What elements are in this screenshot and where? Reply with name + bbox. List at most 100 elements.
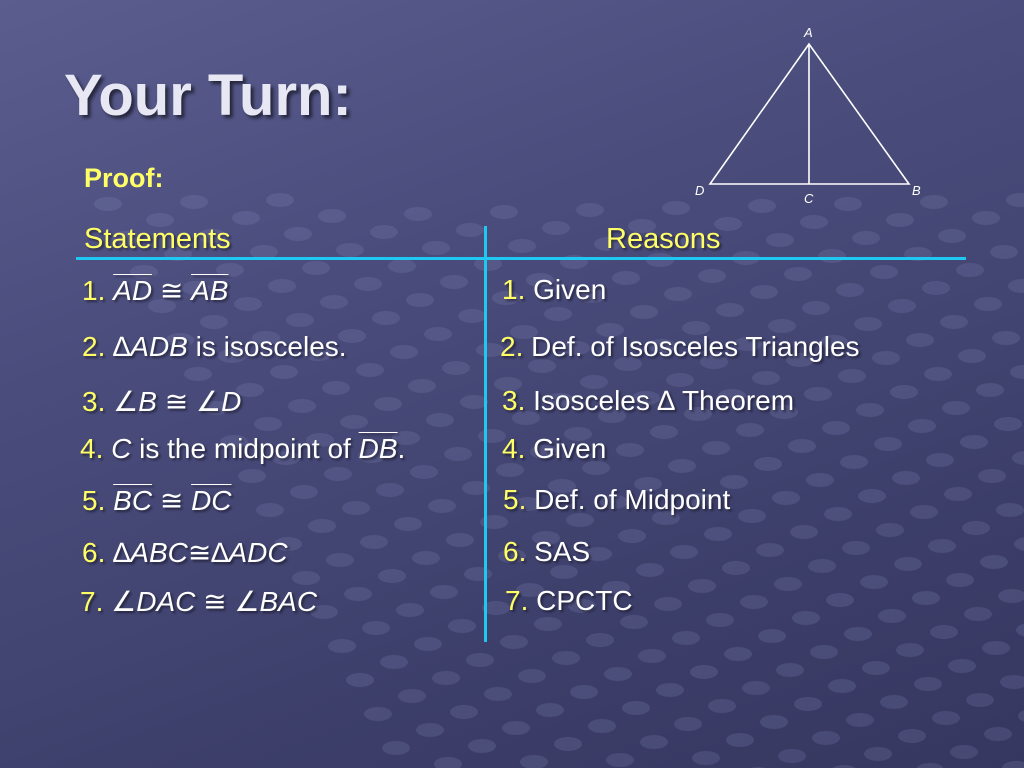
statement-part: B xyxy=(138,386,157,417)
background-dot xyxy=(672,631,700,645)
background-dot xyxy=(872,351,900,365)
table-header-divider xyxy=(76,257,966,260)
background-dot xyxy=(836,283,864,297)
background-dot xyxy=(336,243,364,257)
background-dot xyxy=(950,745,978,759)
background-dot xyxy=(788,439,816,453)
background-dot xyxy=(932,711,960,725)
background-dot xyxy=(674,717,702,731)
background-dot xyxy=(880,695,908,709)
background-dot xyxy=(892,471,920,485)
statement-part: DB xyxy=(358,433,398,464)
background-dot xyxy=(220,435,248,449)
statement-part: DC xyxy=(191,485,232,516)
background-dot xyxy=(982,641,1010,655)
background-dot xyxy=(474,257,502,271)
background-dot xyxy=(200,315,228,329)
background-dot xyxy=(94,197,122,211)
reason-text: Def. of Isosceles Triangles xyxy=(531,331,860,362)
background-dot xyxy=(356,363,384,377)
background-dot xyxy=(706,613,734,627)
statement-part: ABC xyxy=(130,537,188,568)
background-dot xyxy=(414,637,442,651)
background-dot xyxy=(266,193,294,207)
background-dot xyxy=(464,567,492,581)
reason-number: 3. xyxy=(502,385,534,416)
background-dot xyxy=(548,479,576,493)
reason-number: 7. xyxy=(505,585,537,616)
statement-part: C xyxy=(111,433,132,464)
background-dot xyxy=(340,415,368,429)
background-dot xyxy=(542,221,570,235)
background-dot xyxy=(570,685,598,699)
background-dot xyxy=(374,397,402,411)
background-dot xyxy=(772,491,800,505)
background-dot xyxy=(562,341,590,355)
background-dot xyxy=(448,619,476,633)
statement-part: ≅ ∠ xyxy=(156,386,222,417)
background-dot xyxy=(310,605,338,619)
background-dot xyxy=(894,557,922,571)
reason-number: 5. xyxy=(503,484,535,515)
background-dot xyxy=(182,281,210,295)
background-dot xyxy=(346,673,374,687)
background-dot xyxy=(616,443,644,457)
reason-3: 3. Isosceles ∆ Theorem xyxy=(502,385,794,417)
background-dot xyxy=(360,535,388,549)
background-dot xyxy=(716,303,744,317)
background-dot xyxy=(820,335,848,349)
background-dot xyxy=(890,385,918,399)
background-dot xyxy=(364,707,392,721)
background-dot xyxy=(670,545,698,559)
background-dot xyxy=(440,275,468,289)
background-dot xyxy=(800,215,828,229)
background-dot xyxy=(938,229,966,243)
background-dot xyxy=(378,569,406,583)
background-dot xyxy=(618,529,646,543)
reason-5: 5. Def. of Midpoint xyxy=(503,484,730,516)
statement-number: 1. xyxy=(82,275,114,306)
background-dot xyxy=(458,309,486,323)
background-dot xyxy=(236,383,264,397)
background-dot xyxy=(358,449,386,463)
background-dot xyxy=(956,263,984,277)
background-dot xyxy=(822,421,850,435)
background-dot xyxy=(322,381,350,395)
background-dot xyxy=(1008,279,1024,293)
background-dot xyxy=(980,555,1008,569)
background-dot xyxy=(422,241,450,255)
background-dot xyxy=(550,565,578,579)
background-dot xyxy=(862,661,890,675)
background-dot xyxy=(794,697,822,711)
table-column-divider xyxy=(484,226,487,642)
background-dot xyxy=(636,563,664,577)
background-dot xyxy=(442,361,470,375)
reason-text: Isosceles ∆ Theorem xyxy=(533,385,795,416)
background-dot xyxy=(528,359,556,373)
reason-text: CPCTC xyxy=(536,585,633,616)
statement-number: 2. xyxy=(82,331,114,362)
background-dot xyxy=(532,531,560,545)
background-dot xyxy=(724,647,752,661)
background-dot xyxy=(992,331,1020,345)
background-dot xyxy=(274,537,302,551)
background-dot xyxy=(484,687,512,701)
background-dot xyxy=(832,765,856,768)
background-dot xyxy=(984,727,1012,741)
background-dot xyxy=(686,493,714,507)
background-dot xyxy=(342,501,370,515)
background-dot xyxy=(446,533,474,547)
background-dot xyxy=(708,699,736,713)
background-dot xyxy=(790,525,818,539)
background-dot xyxy=(254,417,282,431)
background-dot xyxy=(500,635,528,649)
background-dot xyxy=(638,649,666,663)
background-dot xyxy=(722,561,750,575)
background-dot xyxy=(598,409,626,423)
statements-header: Statements xyxy=(84,223,231,255)
background-dot xyxy=(766,233,794,247)
background-dot xyxy=(434,757,462,768)
background-dot xyxy=(586,633,614,647)
background-dot xyxy=(692,751,720,765)
